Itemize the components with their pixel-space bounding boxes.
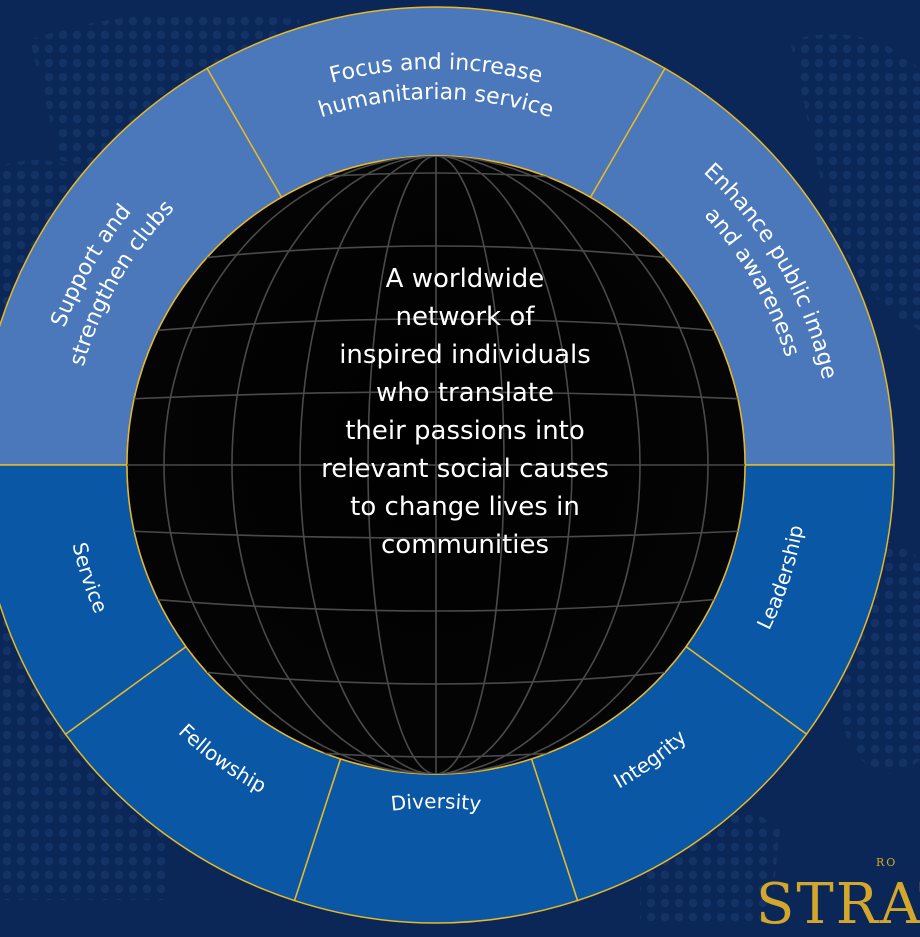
globe-parallel bbox=[127, 596, 745, 612]
mission-line: their passions into bbox=[345, 416, 585, 446]
mission-line: to change lives in bbox=[350, 492, 580, 522]
brand-small-text: RO bbox=[876, 856, 898, 869]
globe-parallel bbox=[127, 391, 745, 400]
globe-parallel bbox=[127, 318, 745, 334]
globe bbox=[126, 155, 746, 775]
mission-statement: A worldwide network of inspired individu… bbox=[240, 260, 690, 564]
brand-title: STRAT bbox=[756, 872, 920, 937]
mission-line: relevant social causes bbox=[321, 454, 609, 484]
mission-line: communities bbox=[381, 530, 549, 560]
value-segment bbox=[293, 757, 579, 924]
mission-line: A worldwide bbox=[385, 264, 545, 294]
globe-parallel bbox=[127, 662, 745, 685]
mission-line: network of bbox=[395, 302, 535, 332]
globe-parallel bbox=[127, 530, 745, 539]
mission-line: who translate bbox=[375, 378, 555, 408]
ring bbox=[0, 6, 895, 924]
globe-parallel bbox=[127, 245, 745, 268]
value-label: Diversity bbox=[390, 789, 483, 816]
mission-line: inspired individuals bbox=[339, 340, 591, 370]
